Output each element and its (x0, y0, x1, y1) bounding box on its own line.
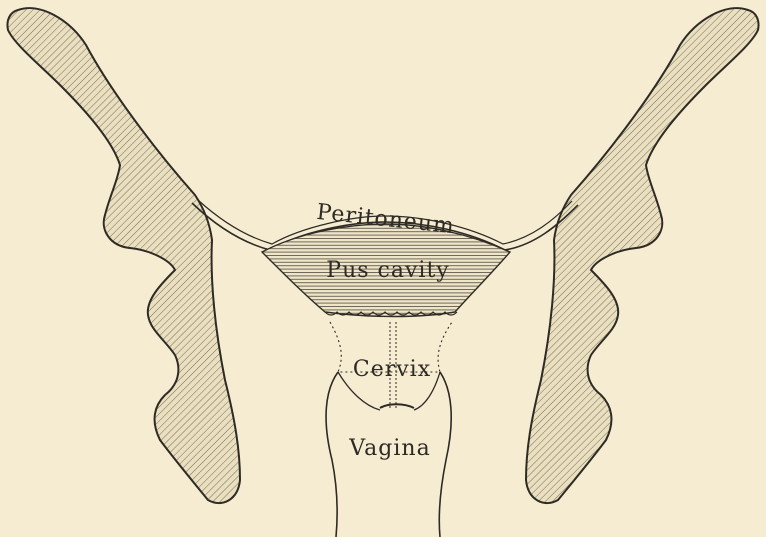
vagina-label: Vagina (348, 436, 430, 461)
pus-cavity-label: Pus cavity (326, 258, 449, 283)
left-pelvic-bone (7, 8, 240, 503)
right-pelvic-bone (526, 8, 759, 503)
cervix-label: Cervix (353, 357, 431, 382)
